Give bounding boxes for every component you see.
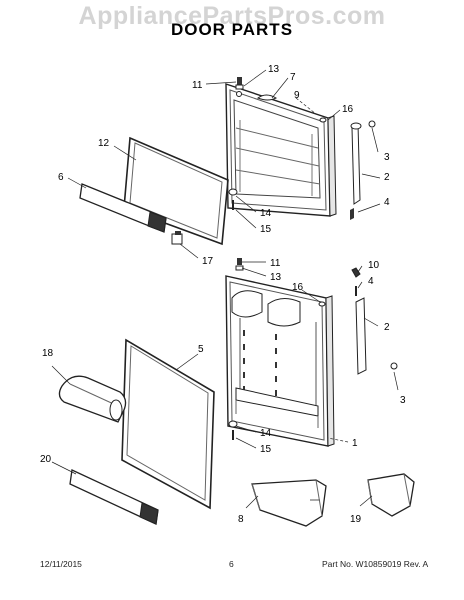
- callout-13-lower: 13: [270, 272, 282, 283]
- callout-20: 20: [40, 454, 52, 465]
- page-title: DOOR PARTS: [170, 20, 294, 39]
- freezer-door: [225, 83, 337, 217]
- callout-11-lower: 11: [270, 258, 281, 269]
- callout-15-lower: 15: [260, 444, 272, 455]
- callout-16-upper: 16: [342, 104, 354, 115]
- footer-part-number: Part No. W10859019 Rev. A: [322, 559, 429, 569]
- callout-3-upper: 3: [384, 152, 390, 163]
- refrigerator-door-gasket: [121, 338, 215, 510]
- footer-page-number: 6: [229, 559, 234, 569]
- callout-2-upper: 2: [384, 172, 390, 183]
- callout-19: 19: [350, 514, 362, 525]
- callout-8: 8: [238, 514, 244, 525]
- refrigerator-trim-strip: [69, 469, 159, 525]
- leader-lines: [51, 69, 399, 509]
- callout-10: 10: [368, 260, 380, 271]
- footer-date: 12/11/2015: [40, 559, 82, 569]
- callout-6: 6: [58, 172, 64, 183]
- callout-15-upper: 15: [260, 224, 272, 235]
- callout-9: 9: [294, 90, 300, 101]
- door-bin-small: [367, 473, 415, 517]
- callout-1: 1: [352, 438, 358, 449]
- callout-14-upper: 14: [260, 208, 272, 219]
- callout-17: 17: [202, 256, 214, 267]
- freezer-trim-strip: [79, 183, 167, 233]
- callout-3-lower: 3: [400, 395, 406, 406]
- callout-13-upper: 13: [268, 64, 280, 75]
- refrigerator-hinge-parts: [228, 258, 398, 440]
- callout-7: 7: [290, 72, 296, 83]
- callout-2-lower: 2: [384, 322, 390, 333]
- callout-12: 12: [98, 138, 110, 149]
- watermark: AppliancePartsPros.com: [78, 2, 386, 30]
- freezer-door-gasket: [123, 136, 229, 246]
- callout-14-lower: 14: [260, 428, 272, 439]
- callout-4-lower: 4: [368, 276, 374, 287]
- trim-clip: [171, 231, 183, 245]
- dairy-compartment-door: [58, 375, 127, 423]
- refrigerator-door: [225, 275, 335, 447]
- door-bin-large: [251, 479, 327, 527]
- callout-18: 18: [42, 348, 54, 359]
- callout-4-upper: 4: [384, 197, 390, 208]
- callout-16-lower: 16: [292, 282, 304, 293]
- callout-5: 5: [198, 344, 204, 355]
- freezer-hinge-parts: [228, 77, 376, 220]
- callout-11-upper: 11: [192, 80, 203, 91]
